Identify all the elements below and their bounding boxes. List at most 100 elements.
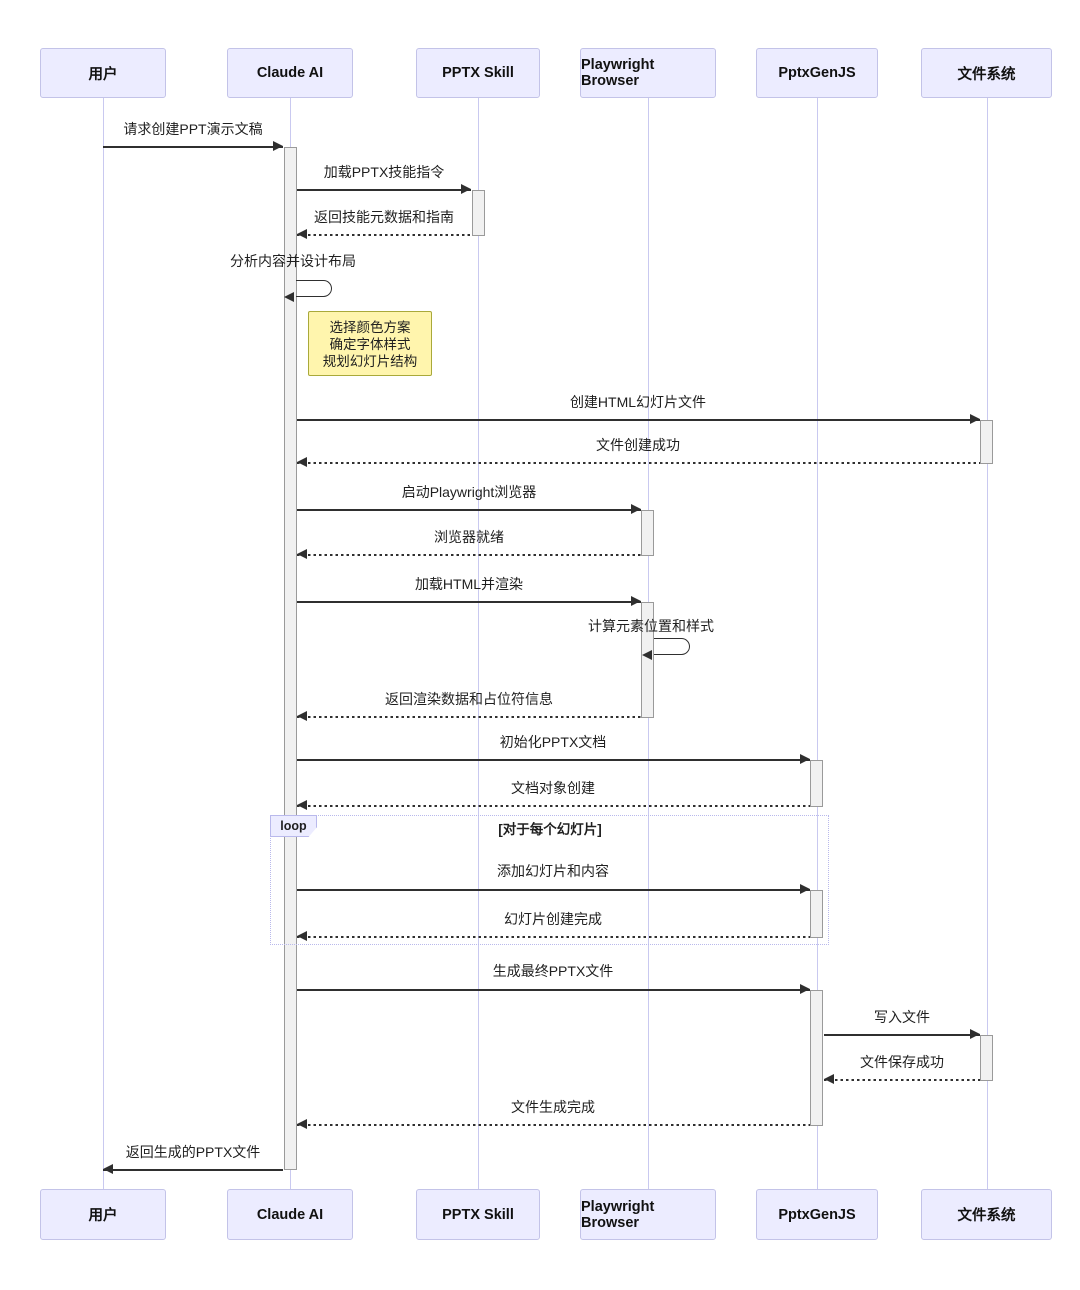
lifeline-file-system — [986, 98, 988, 1190]
message-label: 请求创建PPT演示文稿 — [123, 121, 263, 137]
participant-claude-ai-bottom: Claude AI — [227, 1189, 353, 1240]
participant-pptxgenjs-top: PptxGenJS — [756, 48, 878, 98]
message-line — [824, 1079, 980, 1081]
self-loop-arc — [654, 638, 690, 655]
message-label: 计算元素位置和样式 — [588, 618, 714, 634]
arrowhead-right-icon — [800, 984, 810, 994]
participant-claude-ai-top: Claude AI — [227, 48, 353, 98]
message-label: 浏览器就绪 — [434, 529, 504, 545]
loop-frame — [270, 815, 829, 945]
message-label: 创建HTML幻灯片文件 — [569, 394, 707, 410]
message-label: 返回生成的PPTX文件 — [125, 1144, 261, 1160]
message-label: 返回技能元数据和指南 — [314, 209, 454, 225]
message-line — [297, 601, 641, 603]
participant-playwright-browser-bottom: Playwright Browser — [580, 1189, 716, 1240]
message-label: 加载PPTX技能指令 — [323, 164, 445, 180]
message-line — [297, 1124, 810, 1126]
note-line: 选择颜色方案 — [329, 320, 411, 335]
message-line — [297, 419, 980, 421]
message-line — [297, 805, 810, 807]
participant-label: Claude AI — [256, 65, 324, 81]
participant-label: Playwright Browser — [581, 1198, 655, 1231]
participant-pptx-skill-bottom: PPTX Skill — [416, 1189, 540, 1240]
arrowhead-left-icon — [824, 1074, 834, 1084]
message-line — [297, 716, 641, 718]
message-label: 生成最终PPTX文件 — [492, 963, 614, 979]
message-label: 幻灯片创建完成 — [504, 911, 602, 927]
arrowhead-left-icon — [297, 457, 307, 467]
participant-user-top: 用户 — [40, 48, 166, 98]
participant-label: 用户 — [88, 66, 118, 83]
arrowhead-left-icon — [297, 1119, 307, 1129]
message-label: 加载HTML并渲染 — [414, 576, 524, 592]
participant-file-system-top: 文件系统 — [921, 48, 1052, 98]
message-line — [297, 189, 471, 191]
message-line — [297, 554, 641, 556]
message-label: 启动Playwright浏览器 — [401, 484, 537, 500]
lifeline-pptxgenjs — [816, 98, 818, 1190]
participant-label: PPTX Skill — [442, 65, 514, 81]
arrowhead-right-icon — [970, 1029, 980, 1039]
arrowhead-right-icon — [461, 184, 471, 194]
participant-label: Claude AI — [256, 1206, 324, 1223]
activation-pptx-skill — [471, 190, 485, 236]
participant-pptxgenjs-bottom: PptxGenJS — [756, 1189, 878, 1240]
message-label: 初始化PPTX文档 — [499, 734, 607, 750]
message-label: 文件保存成功 — [860, 1054, 944, 1070]
message-line — [297, 989, 810, 991]
participant-label: 文件系统 — [957, 1208, 1016, 1224]
note-box: 选择颜色方案 确定字体样式 规划幻灯片结构 — [308, 311, 432, 376]
message-line — [103, 1169, 283, 1171]
participant-label: 文件系统 — [957, 66, 1016, 83]
message-label: 文件生成完成 — [511, 1099, 595, 1115]
activation-file-system-1 — [980, 420, 993, 464]
participant-label: Playwright Browser — [581, 57, 655, 89]
activation-playwright-1 — [641, 510, 654, 556]
arrowhead-left-icon — [297, 549, 307, 559]
activation-claude-ai — [283, 147, 297, 1170]
participant-playwright-browser-top: Playwright Browser — [580, 48, 716, 98]
participant-label: PPTX Skill — [442, 1206, 514, 1223]
arrowhead-left-icon — [297, 800, 307, 810]
participant-file-system-bottom: 文件系统 — [921, 1189, 1052, 1240]
arrowhead-right-icon — [800, 884, 810, 894]
participant-label: PptxGenJS — [778, 1206, 856, 1223]
arrowhead-right-icon — [970, 414, 980, 424]
self-loop-arc — [296, 280, 332, 297]
note-line: 规划幻灯片结构 — [322, 354, 418, 369]
loop-condition: [对于每个幻灯片] — [498, 822, 602, 837]
message-label: 添加幻灯片和内容 — [497, 863, 609, 879]
message-label: 返回渲染数据和占位符信息 — [385, 691, 553, 707]
message-line — [297, 462, 980, 464]
message-line — [103, 146, 283, 148]
activation-file-system-2 — [980, 1035, 993, 1081]
lifeline-pptx-skill — [477, 98, 479, 1190]
arrowhead-left-icon — [297, 931, 307, 941]
arrowhead-right-icon — [631, 596, 641, 606]
arrowhead-left-icon — [103, 1164, 113, 1174]
activation-playwright-2 — [641, 602, 654, 718]
participant-label: PptxGenJS — [778, 65, 856, 81]
participant-pptx-skill-top: PPTX Skill — [416, 48, 540, 98]
loop-label: loop — [270, 815, 317, 837]
arrowhead-left-icon — [284, 292, 294, 302]
lifeline-user — [102, 98, 104, 1190]
activation-pptxgenjs-3 — [810, 990, 823, 1126]
participant-label: 用户 — [88, 1208, 118, 1224]
message-line — [297, 936, 810, 938]
arrowhead-right-icon — [800, 754, 810, 764]
arrowhead-right-icon — [631, 504, 641, 514]
participant-user-bottom: 用户 — [40, 1189, 166, 1240]
message-label: 写入文件 — [874, 1009, 930, 1025]
activation-pptxgenjs-2 — [810, 890, 823, 938]
activation-pptxgenjs-1 — [810, 760, 823, 807]
message-line — [297, 234, 471, 236]
arrowhead-right-icon — [273, 141, 283, 151]
message-line — [297, 759, 810, 761]
arrowhead-left-icon — [297, 711, 307, 721]
message-label: 文档对象创建 — [511, 780, 595, 796]
note-line: 确定字体样式 — [329, 337, 411, 352]
message-line — [297, 509, 641, 511]
arrowhead-left-icon — [642, 650, 652, 660]
